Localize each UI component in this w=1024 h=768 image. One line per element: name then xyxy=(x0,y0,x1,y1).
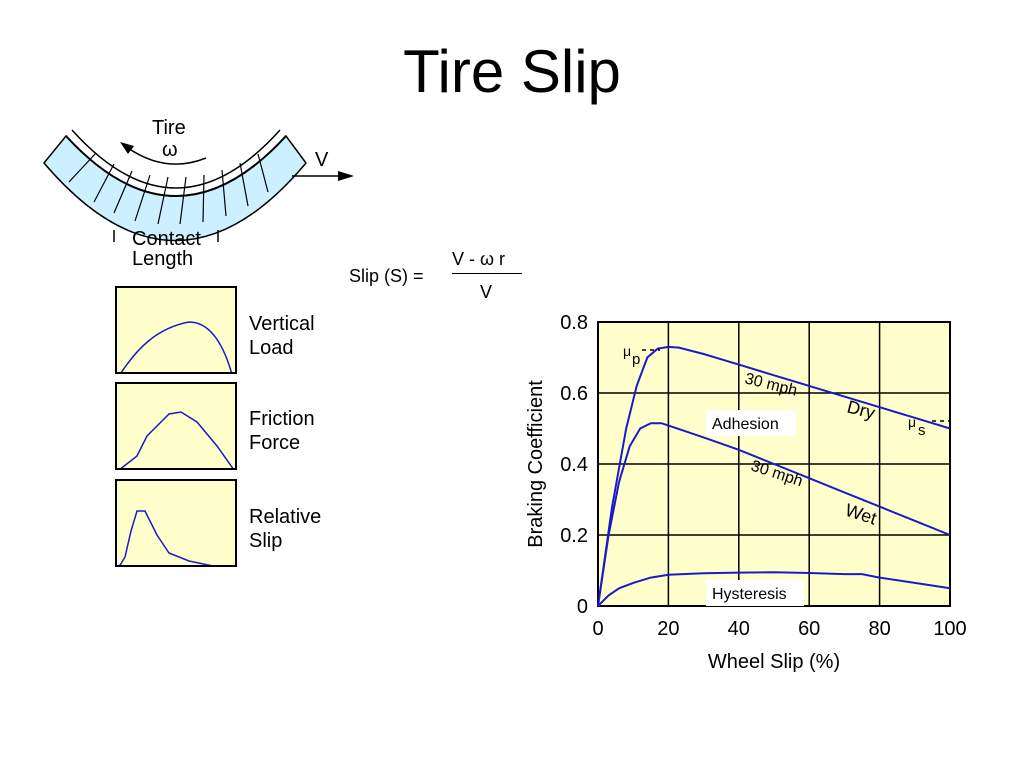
relative-slip-curve xyxy=(119,510,212,565)
x-tick-label: 100 xyxy=(933,618,966,640)
tire-label: Tire xyxy=(152,117,186,139)
vertical-load-curve xyxy=(120,321,233,372)
adhesion-label: Adhesion xyxy=(712,416,779,433)
hysteresis-label: Hysteresis xyxy=(712,586,787,603)
friction-force-panel xyxy=(115,382,237,470)
x-tick-label: 40 xyxy=(728,618,750,640)
formula-denominator: V xyxy=(480,282,493,302)
formula-fraction-bar xyxy=(452,273,522,274)
rotation-arrow xyxy=(127,147,207,165)
contact-length-label: Contact Length xyxy=(132,228,201,270)
y-axis-label: Braking Coefficient xyxy=(525,380,547,548)
y-tick-label: 0.4 xyxy=(560,454,588,476)
vertical-load-panel xyxy=(115,286,237,374)
hysteresis-curve xyxy=(597,571,951,607)
mu-p-subscript: p xyxy=(632,351,640,368)
rotation-arrow-head xyxy=(120,142,134,154)
friction-force-label: Friction Force xyxy=(249,408,315,454)
x-tick-label: 80 xyxy=(868,618,890,640)
x-tick-label: 0 xyxy=(592,618,603,640)
tick-labels: 0 20 40 60 80 100 0 0.2 0.4 0.6 0.8 xyxy=(560,312,967,640)
mu-s-symbol: μ xyxy=(908,414,916,430)
tire-section xyxy=(43,129,307,242)
y-tick-label: 0 xyxy=(577,596,588,618)
friction-force-curve xyxy=(120,411,234,468)
omega-label: ω xyxy=(162,139,178,161)
curves xyxy=(597,345,951,607)
relative-slip-label: Relative Slip xyxy=(249,506,322,552)
x-tick-label: 20 xyxy=(657,618,679,640)
formula-lhs: Slip (S) = xyxy=(349,266,424,286)
braking-chart: 0 20 40 60 80 100 0 0.2 0.4 0.6 0.8 Wheel Slip (%)… xyxy=(525,312,967,673)
velocity-label: V xyxy=(315,149,329,171)
dry-curve xyxy=(597,345,951,607)
vertical-load-label: Vertical Load xyxy=(249,313,315,359)
y-tick-label: 0.2 xyxy=(560,525,588,547)
y-tick-label: 0.8 xyxy=(560,312,588,334)
tire-diagram xyxy=(43,129,354,242)
y-tick-label: 0.6 xyxy=(560,383,588,405)
hysteresis-label-bg xyxy=(706,580,804,606)
mu-s-subscript: s xyxy=(918,422,926,439)
slide-title: Tire Slip xyxy=(403,38,621,105)
adhesion-label-bg xyxy=(706,410,796,436)
wet-curve xyxy=(597,422,951,607)
mu-s-annotation: μ s xyxy=(908,414,950,439)
relative-slip-panel xyxy=(115,479,237,567)
mu-p-annotation: μ p xyxy=(623,343,660,368)
x-tick-label: 60 xyxy=(798,618,820,640)
velocity-arrow-head xyxy=(338,171,354,181)
formula-numerator: V - ω r xyxy=(452,249,506,269)
mu-p-symbol: μ xyxy=(623,343,631,359)
x-axis-label: Wheel Slip (%) xyxy=(708,651,840,673)
